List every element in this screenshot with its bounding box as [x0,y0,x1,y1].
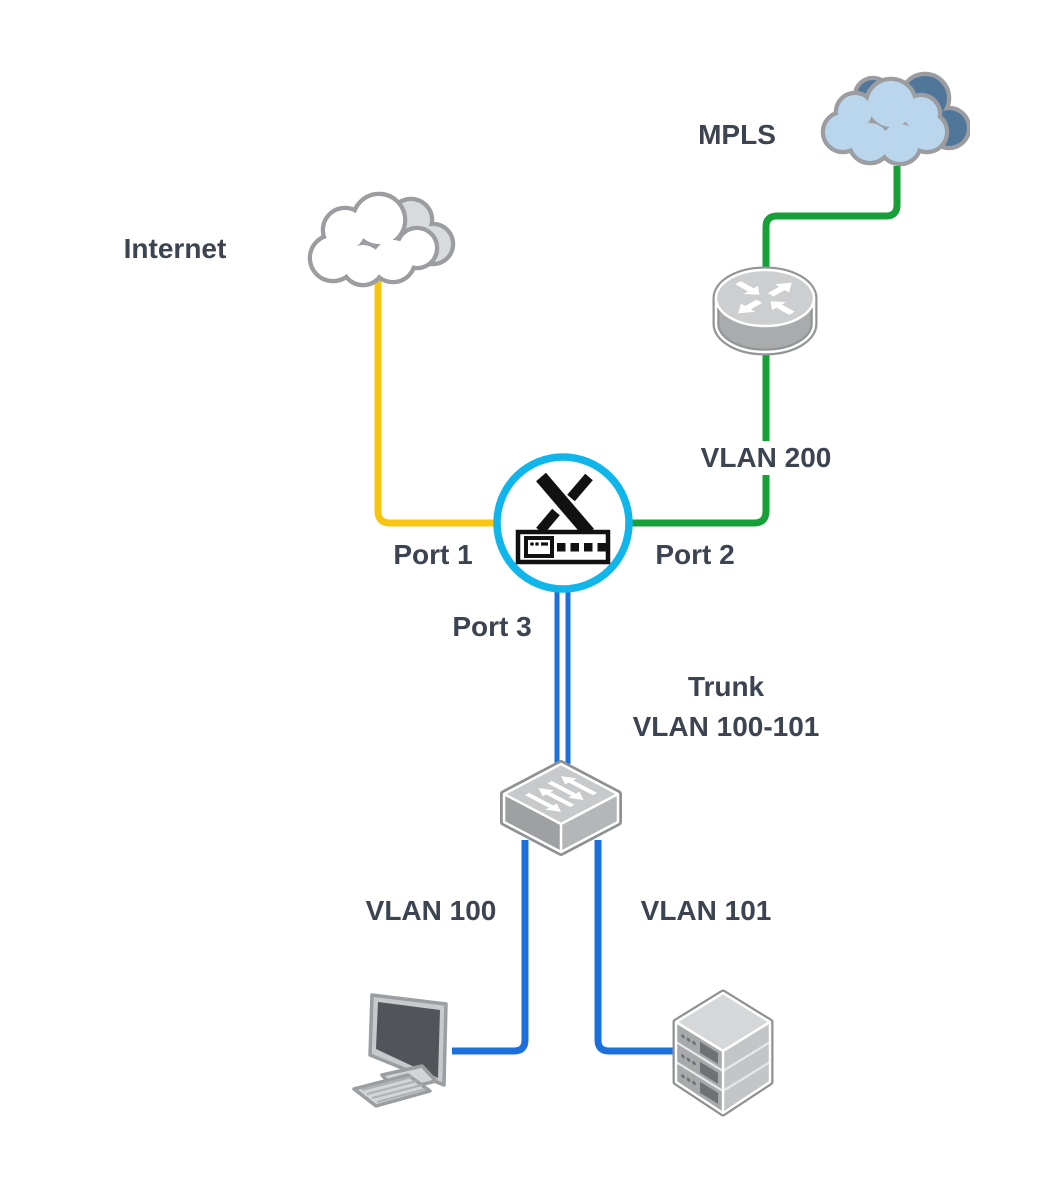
x-switch-appliance-icon [493,453,633,593]
link-internet-port1 [374,278,500,527]
x-device-node [489,449,637,597]
router-icon [712,266,818,356]
port3-label: Port 3 [452,611,532,642]
trunk-title: Trunk [687,671,765,702]
link-router-port2 [632,352,770,527]
link-mpls-router [762,166,901,270]
port2-label: Port 2 [655,539,735,570]
cloud-icon [307,191,456,288]
trunk-label: Trunk VLAN 100-101 [633,667,820,747]
access-switch-node [499,758,624,864]
vlan100-label: VLAN 100 [365,895,497,926]
vlan200-label: VLAN 200 [695,441,837,475]
vlan101-label: VLAN 101 [640,895,772,926]
internet-label: Internet [123,233,227,264]
port1-label: Port 1 [393,539,473,570]
link-switch-workstation [452,840,529,1055]
server-node [668,987,776,1118]
switch-icon [500,760,622,856]
mpls-label: MPLS [698,119,776,150]
trunk-vlans: VLAN 100-101 [632,711,820,742]
server-icon [672,989,774,1117]
cloud-icon [820,71,972,167]
mpls-cloud-node [815,70,972,178]
wan-router-node [708,261,823,361]
internet-cloud-node [293,190,458,292]
link-switch-server [594,840,678,1055]
workstation-node [348,985,460,1117]
desktop-computer-icon [352,993,448,1108]
